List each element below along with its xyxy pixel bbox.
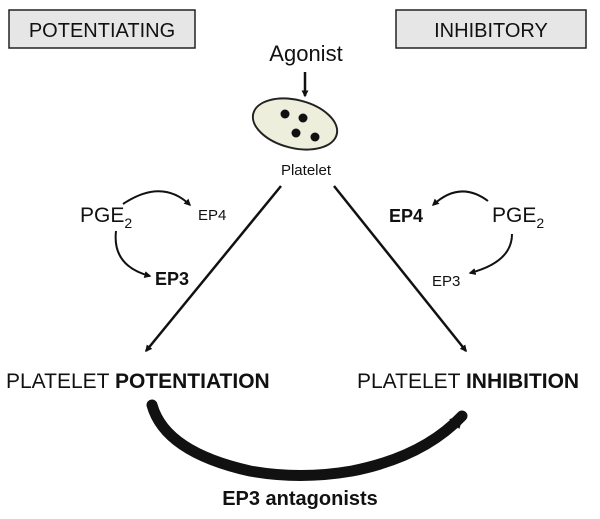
inhibition-outcome: PLATELET INHIBITION <box>357 370 579 393</box>
ep3-left-label: EP3 <box>155 269 189 289</box>
platelet-label: Platelet <box>281 162 332 179</box>
pge2-to-ep3-left-arrow <box>114 230 152 278</box>
inhibition-arrow <box>333 185 467 353</box>
ep4-left-label: EP4 <box>198 207 226 224</box>
granule <box>310 132 320 142</box>
agonist-label: Agonist <box>269 41 342 66</box>
ep3-antagonists-label: EP3 antagonists <box>222 488 378 510</box>
granule <box>280 109 290 119</box>
pge2-to-ep4-right-arrow <box>431 190 489 206</box>
pge2-right-label: PGE2 <box>492 204 544 231</box>
pge2-to-ep4-left-arrow <box>122 190 192 206</box>
pge2-left-label: PGE2 <box>80 204 132 231</box>
potentiation-arrow <box>145 185 282 353</box>
inhibitory-box: INHIBITORY <box>395 9 587 49</box>
pge2-to-ep3-right-arrow <box>468 233 513 275</box>
granule <box>298 113 308 123</box>
potentiating-label: POTENTIATING <box>29 20 175 42</box>
potentiation-outcome: PLATELET POTENTIATION <box>6 370 270 393</box>
ep3-antagonists-arrow <box>146 399 468 481</box>
ep3-right-label: EP3 <box>432 273 460 290</box>
potentiating-box: POTENTIATING <box>8 9 196 49</box>
ep4-right-label: EP4 <box>389 206 423 226</box>
inhibitory-label: INHIBITORY <box>434 20 548 42</box>
granule <box>291 128 301 138</box>
platelet-cell <box>251 97 339 151</box>
